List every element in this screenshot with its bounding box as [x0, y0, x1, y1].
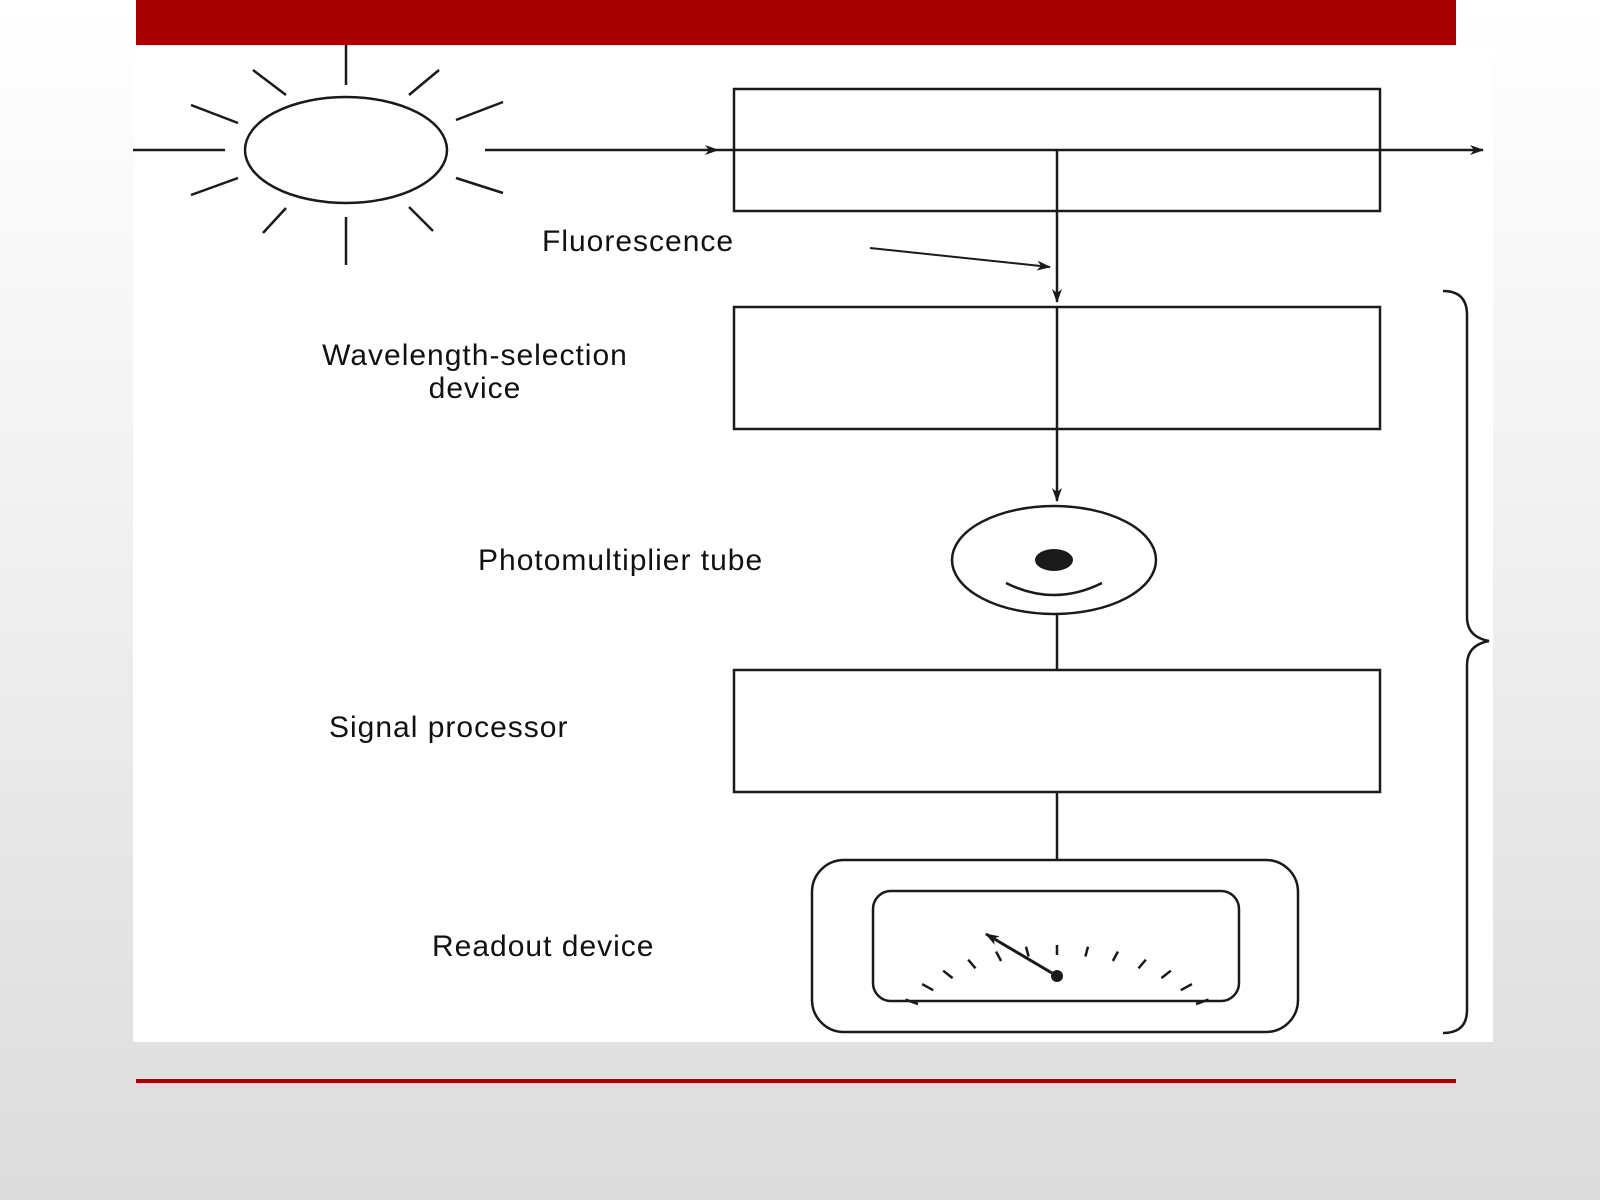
gauge-tick: [1160, 969, 1172, 980]
wavelength-label-line1: Wavelength-selection: [322, 339, 628, 372]
sun-icon: [190, 45, 504, 265]
wavelength-selection-label: Wavelength-selection device: [231, 339, 719, 405]
gauge-tick: [1084, 946, 1090, 957]
gauge-tick: [1180, 983, 1193, 992]
signal-processor-box: [732, 668, 1382, 794]
fluorometer-diagram: Fluorescence Wavelength-selection device…: [133, 45, 1493, 1042]
detection-system-brace: [1442, 289, 1490, 1035]
gauge-tick: [921, 983, 934, 992]
wavelength-label-line2: device: [428, 372, 522, 405]
diagram-canvas: [133, 45, 1490, 1035]
fluorescence-label: Fluorescence: [542, 225, 735, 258]
gauge-tick: [994, 951, 1003, 962]
gauge-tick: [942, 969, 954, 980]
gauge-tick: [967, 958, 977, 970]
gauge-tick: [905, 998, 919, 1006]
fluorescence-pointer: [869, 247, 1051, 271]
photomultiplier-tube-icon: [950, 504, 1158, 616]
gauge-tick: [1137, 958, 1147, 970]
signal-processor-label: Signal processor: [329, 711, 569, 744]
gauge-meter-icon: [810, 858, 1300, 1034]
header-accent-bar: [136, 0, 1456, 45]
gauge-tick: [1111, 951, 1120, 962]
gauge-tick: [1195, 998, 1209, 1006]
gauge-tick: [1024, 946, 1030, 957]
readout-device-label: Readout device: [432, 930, 655, 963]
footer-accent-rule: [136, 1079, 1456, 1083]
photomultiplier-tube-label: Photomultiplier tube: [478, 544, 764, 577]
